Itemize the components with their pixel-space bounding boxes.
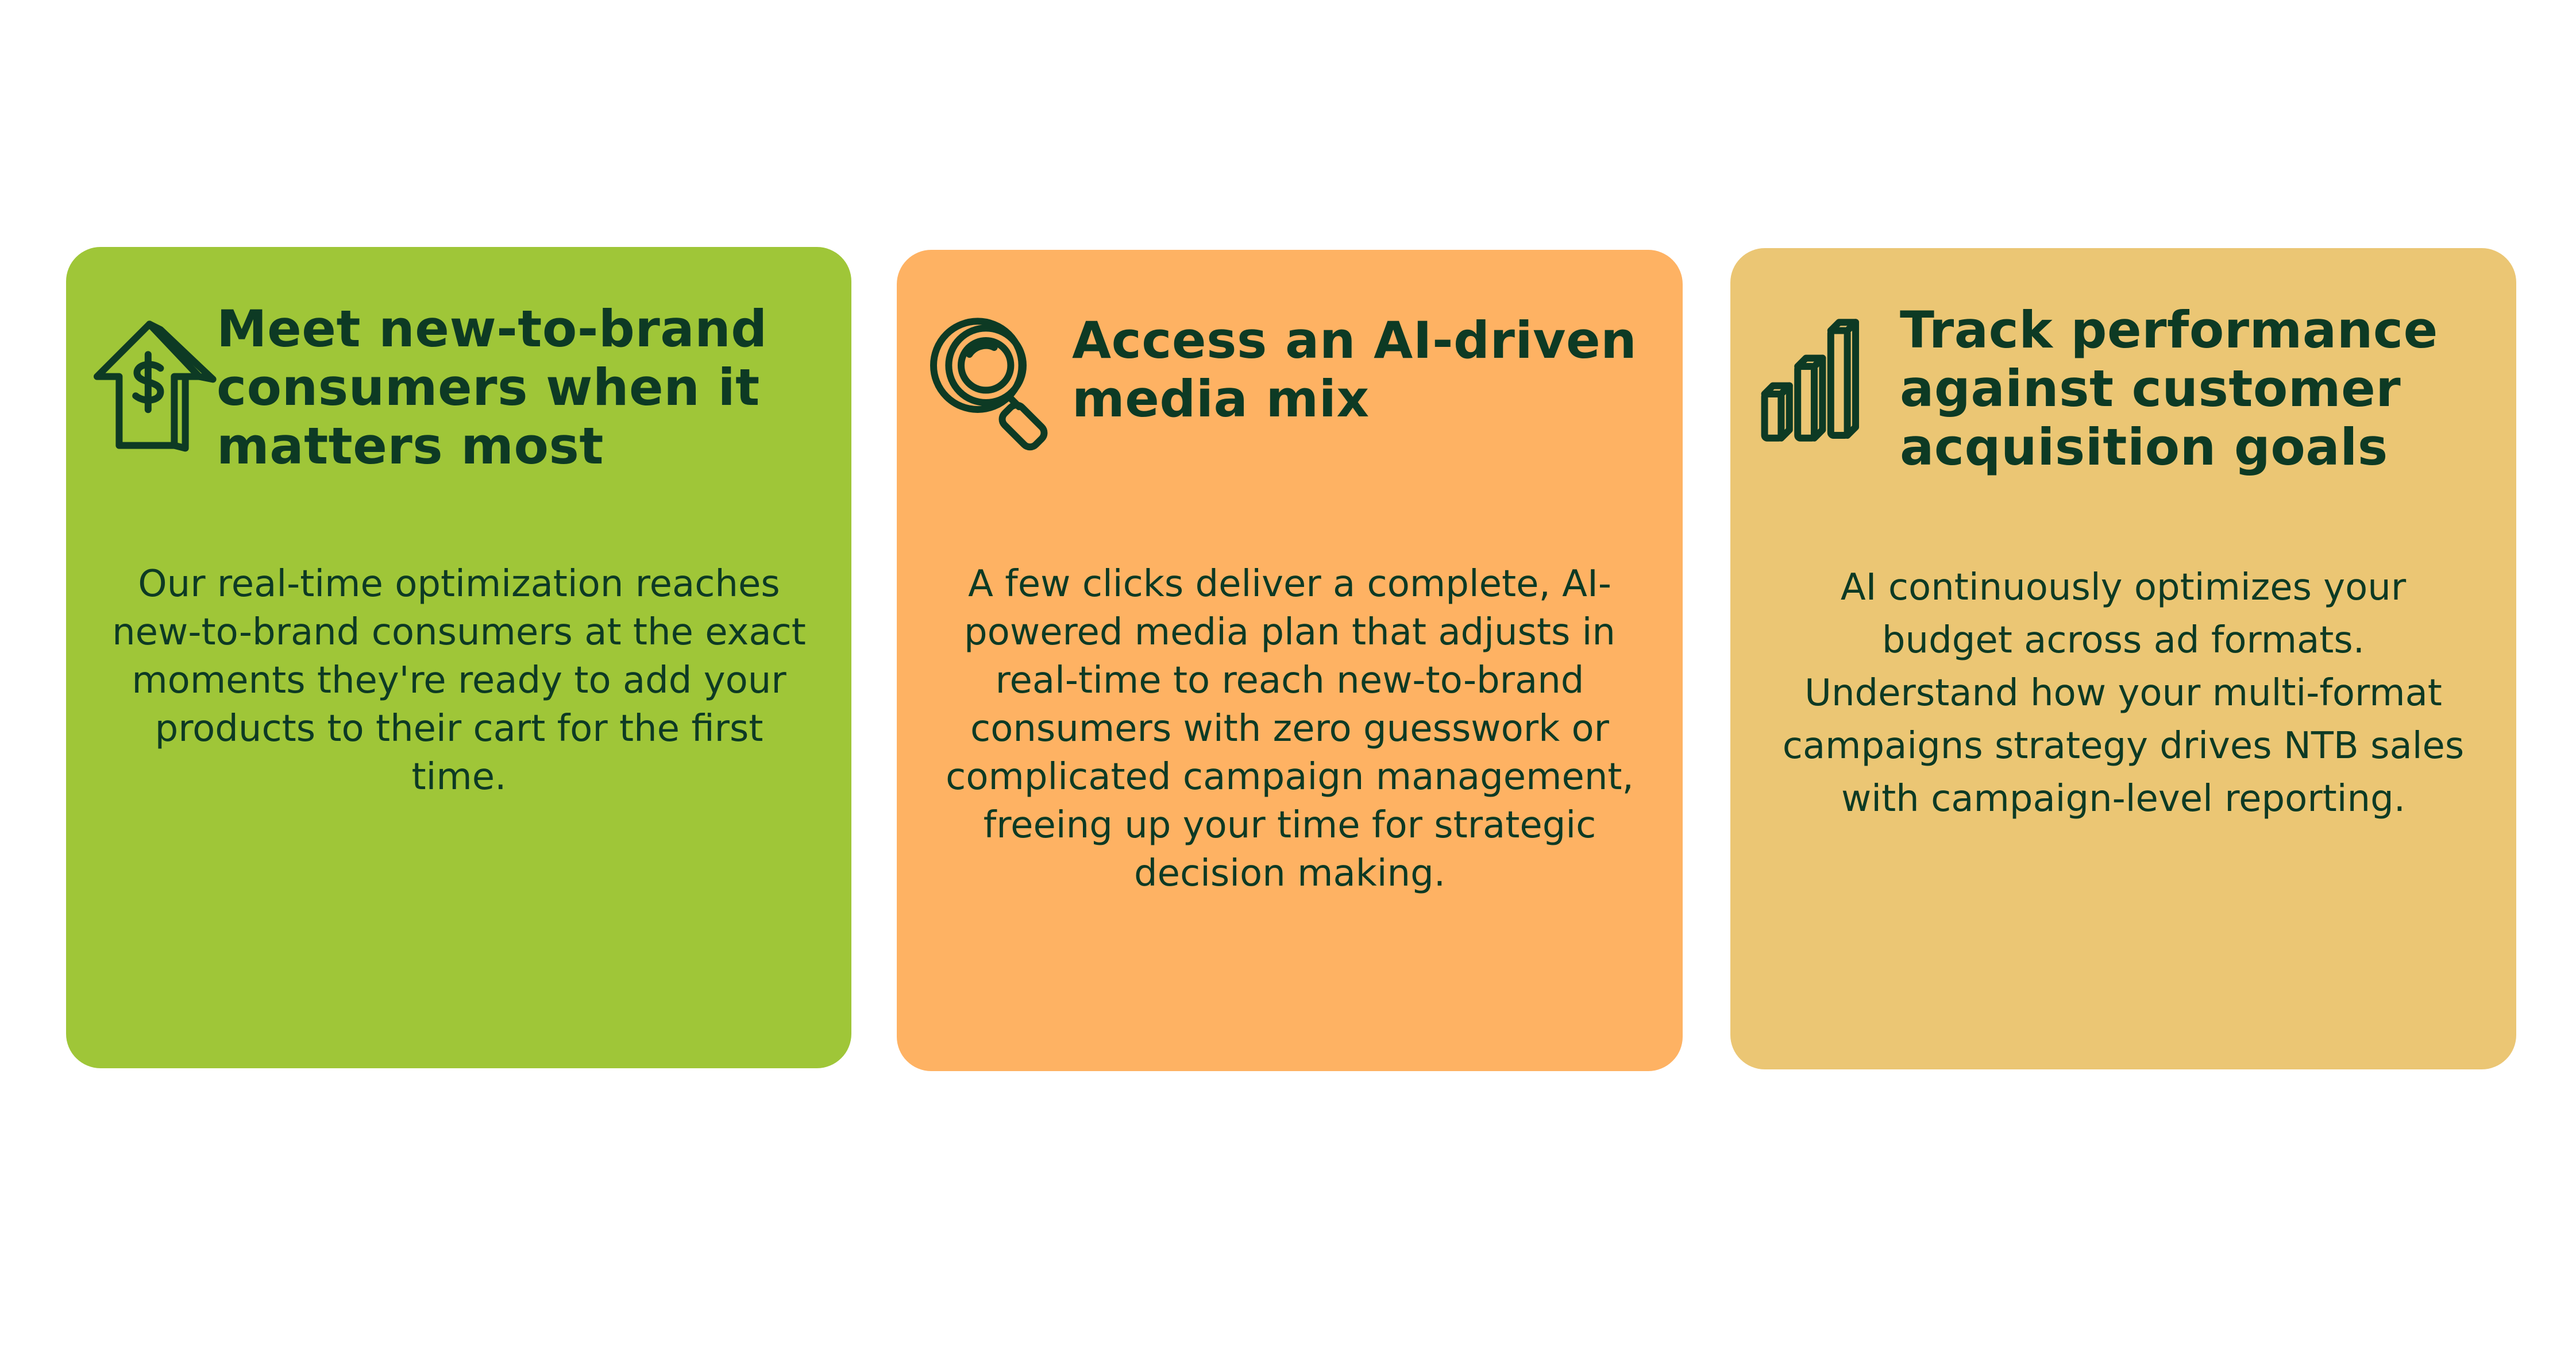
feature-card-ai-media-mix: Access an AI-driven media mix A few clic… [897, 250, 1683, 1071]
feature-card-track-performance: Track performance against customer acqui… [1730, 248, 2516, 1069]
magnifying-glass-icon [920, 313, 1058, 451]
card-description: A few clicks deliver a complete, AI-powe… [946, 563, 1634, 895]
card-title: Access an AI-driven media mix [1072, 311, 1637, 428]
feature-card-new-to-brand: Meet new-to-brand consumers when it matt… [66, 247, 851, 1068]
card-description: Our real-time optimization reaches new-t… [112, 563, 806, 798]
card-title: Track performance against customer acqui… [1900, 300, 2438, 477]
card-title: Meet new-to-brand consumers when it matt… [217, 299, 768, 476]
house-dollar-arrow-icon [83, 316, 221, 454]
bar-chart-icon [1759, 311, 1897, 449]
card-description: AI continuously optimizes your budget ac… [1782, 566, 2465, 820]
